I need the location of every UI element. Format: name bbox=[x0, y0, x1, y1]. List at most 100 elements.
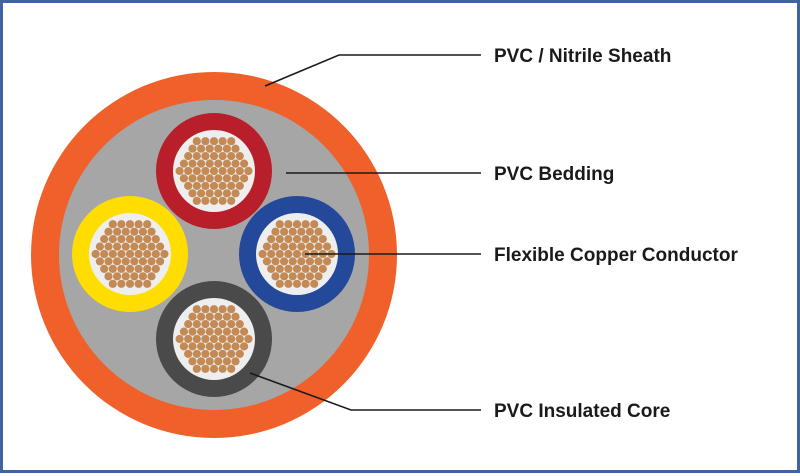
copper-strand bbox=[227, 349, 236, 358]
copper-strand bbox=[275, 279, 284, 288]
copper-strand bbox=[192, 196, 201, 205]
sheath-label: PVC / Nitrile Sheath bbox=[494, 46, 671, 67]
copper-strand bbox=[209, 364, 219, 373]
black-core bbox=[156, 281, 272, 397]
copper-strand bbox=[95, 242, 104, 251]
conductor-label: Flexible Copper Conductor bbox=[494, 245, 738, 266]
copper-strand bbox=[240, 342, 249, 351]
copper-strand bbox=[305, 257, 314, 266]
copper-strand bbox=[267, 264, 276, 273]
copper-strand bbox=[205, 159, 214, 168]
copper-strand bbox=[192, 334, 201, 344]
copper-strand bbox=[134, 249, 143, 259]
copper-strand bbox=[113, 257, 122, 266]
copper-strand bbox=[305, 227, 314, 236]
copper-strand bbox=[227, 364, 236, 373]
copper-strand bbox=[179, 174, 188, 183]
copper-strand bbox=[197, 327, 206, 336]
copper-strand bbox=[214, 174, 223, 183]
copper-strand bbox=[310, 279, 319, 288]
copper-strand bbox=[121, 272, 130, 281]
copper-strand bbox=[218, 364, 227, 373]
copper-strand bbox=[188, 174, 197, 183]
copper-strand bbox=[201, 196, 210, 205]
copper-strand bbox=[108, 249, 117, 259]
copper-strand bbox=[275, 264, 284, 273]
copper-strand bbox=[104, 257, 113, 266]
copper-strand bbox=[184, 334, 193, 344]
sheath-leader-line bbox=[264, 54, 481, 87]
copper-strand bbox=[214, 327, 223, 336]
copper-strand bbox=[192, 152, 201, 161]
copper-strand bbox=[192, 181, 201, 190]
copper-strand bbox=[284, 264, 293, 273]
copper-strand bbox=[113, 272, 122, 281]
copper-strand bbox=[147, 242, 156, 251]
copper-strand bbox=[108, 220, 117, 229]
copper-strand bbox=[117, 235, 126, 244]
copper-strand bbox=[240, 159, 249, 168]
copper-strand bbox=[95, 257, 104, 266]
copper-strand bbox=[231, 312, 240, 321]
copper-strand bbox=[197, 159, 206, 168]
copper-strand bbox=[284, 249, 293, 259]
copper-strand bbox=[205, 357, 214, 366]
copper-strand bbox=[244, 166, 253, 176]
copper-strand bbox=[130, 272, 139, 281]
copper-strand bbox=[271, 227, 280, 236]
copper-strand bbox=[192, 364, 201, 373]
copper-strand bbox=[305, 242, 314, 251]
copper-strand bbox=[100, 235, 109, 244]
copper-strand bbox=[147, 272, 156, 281]
copper-strand bbox=[197, 174, 206, 183]
copper-strand bbox=[231, 159, 240, 168]
copper-strand bbox=[143, 249, 152, 259]
copper-strand bbox=[227, 152, 236, 161]
copper-strand bbox=[100, 264, 109, 273]
copper-strand bbox=[209, 137, 219, 146]
copper-strand bbox=[227, 196, 236, 205]
copper-strand bbox=[214, 189, 223, 198]
copper-strand bbox=[284, 220, 293, 229]
copper-strand bbox=[280, 227, 289, 236]
copper-strand bbox=[147, 257, 156, 266]
copper-strand bbox=[192, 166, 201, 176]
copper-strand bbox=[240, 327, 249, 336]
copper-strand bbox=[134, 220, 143, 229]
copper-strand bbox=[314, 272, 323, 281]
copper-strand bbox=[134, 264, 143, 273]
cable-cross-section-diagram: PVC / Nitrile Sheath PVC Bedding Flexibl… bbox=[31, 46, 738, 438]
copper-strand bbox=[209, 320, 219, 329]
copper-strand bbox=[288, 242, 297, 251]
copper-strand bbox=[125, 220, 135, 229]
leader-lines bbox=[249, 54, 481, 411]
copper-strand bbox=[323, 242, 332, 251]
copper-strand bbox=[222, 159, 231, 168]
copper-strand bbox=[214, 357, 223, 366]
copper-strand bbox=[218, 152, 227, 161]
copper-strand bbox=[209, 334, 219, 344]
copper-strand bbox=[218, 320, 227, 329]
copper-strand bbox=[209, 196, 219, 205]
copper-strand bbox=[188, 312, 197, 321]
copper-strand bbox=[284, 279, 293, 288]
copper-strand bbox=[314, 257, 323, 266]
copper-strand bbox=[192, 320, 201, 329]
copper-strand bbox=[284, 235, 293, 244]
copper-strand bbox=[121, 242, 130, 251]
yellow-core bbox=[72, 196, 188, 312]
copper-strand bbox=[235, 152, 244, 161]
copper-strand bbox=[222, 144, 231, 153]
copper-strand bbox=[288, 257, 297, 266]
copper-strand bbox=[258, 249, 267, 259]
copper-strand bbox=[188, 357, 197, 366]
copper-strand bbox=[214, 312, 223, 321]
copper-strand bbox=[209, 305, 219, 314]
copper-strand bbox=[323, 257, 332, 266]
copper-strand bbox=[301, 235, 310, 244]
copper-strand bbox=[218, 137, 227, 146]
copper-strand bbox=[227, 334, 236, 344]
copper-strand bbox=[143, 235, 152, 244]
copper-strand bbox=[314, 227, 323, 236]
copper-strand bbox=[151, 264, 160, 273]
